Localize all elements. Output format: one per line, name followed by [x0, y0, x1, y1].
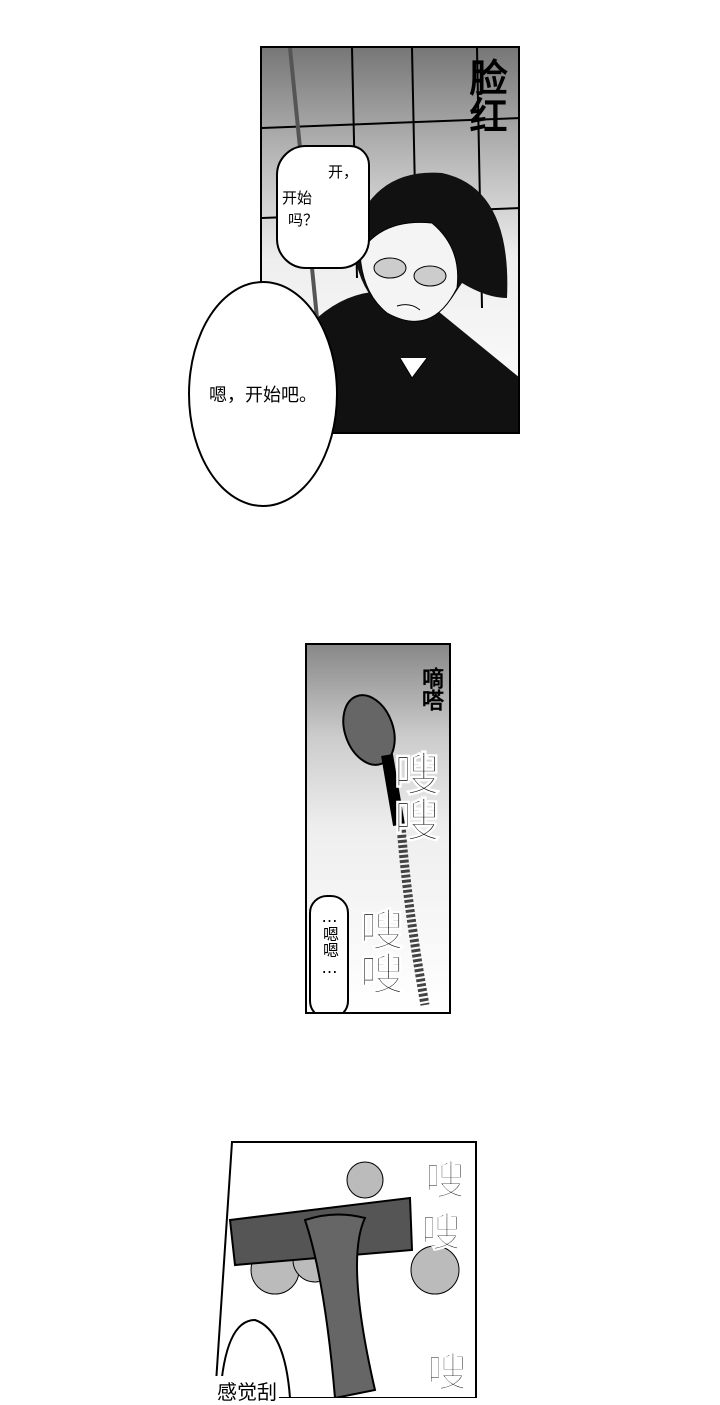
bubble-line: 吗？ [288, 211, 319, 229]
bubble-line: 开， [328, 163, 359, 181]
bubble-text: 嗯，开始吧。 [209, 385, 317, 406]
sfx-blush: 脸红 [463, 58, 507, 134]
panel-shower: 嘀嗒 嗖嗖 嗖嗖 …嗯嗯… [305, 643, 451, 1014]
bubble-text: …嗯嗯… [320, 907, 339, 977]
speech-bubble-large: 嗯，开始吧。 [188, 281, 338, 507]
panel-razor: 嗖 嗖 嗖 感觉刮 [215, 1140, 478, 1405]
sfx-whoosh: 嗖嗖 [352, 907, 404, 996]
bubble-line: 开始 [282, 189, 313, 207]
shower-head-drawing [342, 694, 430, 1006]
tile-wall-drawing [262, 48, 518, 432]
sfx-whoosh: 嗖嗖 [387, 750, 442, 843]
sfx-whoosh: 嗖 [427, 1350, 468, 1397]
sfx-drip: 嘀嗒 [418, 667, 443, 711]
caption: 感觉刮 [215, 1376, 279, 1405]
speech-bubble-small: 开， 开始 吗？ [276, 145, 370, 269]
sfx-whoosh: 嗖 [421, 1210, 462, 1257]
razor-drawing [215, 1141, 477, 1398]
speech-bubble: …嗯嗯… [309, 895, 349, 1012]
sfx-whoosh: 嗖 [425, 1158, 466, 1205]
